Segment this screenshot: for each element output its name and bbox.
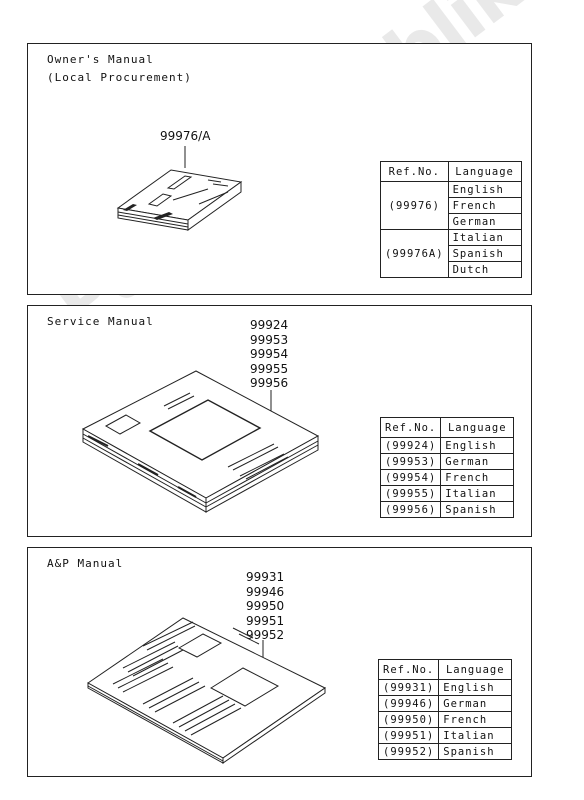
part-number: 99950	[246, 599, 285, 613]
part-number-callout: 99924 99953 99954 99955 99956	[250, 318, 288, 391]
part-number: 99955	[250, 361, 289, 376]
part-number: 99952	[246, 628, 285, 642]
ap-manual-panel: A&P Manual 99931 99946 99950 99951 99952	[27, 547, 532, 777]
ref-cell: (99954)	[379, 469, 442, 486]
language-cell: Spanish	[440, 501, 515, 518]
language-cell: French	[438, 711, 513, 728]
language-cell: English	[438, 679, 513, 696]
language-cell: German	[438, 695, 513, 712]
header-ref-no: Ref.No.	[379, 417, 442, 438]
part-number: 99931	[246, 570, 285, 584]
ref-cell: (99931)	[377, 679, 440, 696]
language-table: Ref.No. Language (99931) English (99946)…	[377, 659, 513, 760]
language-cell: Dutch	[447, 261, 522, 278]
language-cell: German	[447, 213, 522, 230]
language-cell: French	[447, 197, 522, 214]
panel-title-line-2: (Local Procurement)	[47, 71, 192, 84]
language-cell: English	[440, 437, 515, 454]
part-number: 99954	[250, 347, 289, 361]
ref-cell: (99924)	[379, 437, 442, 454]
part-number: 99951	[246, 613, 285, 628]
part-number-callout: 99976/A	[160, 129, 210, 144]
part-number: 99976/A	[160, 129, 211, 143]
ref-cell: (99951)	[377, 727, 440, 744]
panel-title: A&P Manual	[47, 557, 124, 570]
language-cell: English	[447, 181, 522, 198]
language-cell: German	[440, 453, 515, 470]
ref-cell: (99950)	[377, 711, 440, 728]
language-cell: Spanish	[438, 743, 513, 760]
ref-cell: (99952)	[377, 743, 440, 760]
language-table: Ref.No. Language (99976) English French …	[380, 161, 522, 278]
service-manual-illustration	[81, 370, 320, 513]
language-cell: Italian	[440, 485, 515, 502]
owners-manual-panel: Owner's Manual (Local Procurement) 99976…	[27, 43, 532, 295]
part-number-callout: 99931 99946 99950 99951 99952	[246, 570, 284, 643]
part-number: 99924	[250, 318, 289, 332]
ap-manual-illustration	[87, 617, 326, 764]
language-table: Ref.No. Language (99924) English (99953)…	[379, 417, 515, 518]
ref-cell: (99953)	[379, 453, 442, 470]
part-number: 99956	[250, 376, 289, 390]
panel-title-line-1: Owner's Manual	[47, 53, 154, 66]
ref-cell: (99976A)	[380, 229, 449, 278]
ref-cell: (99976)	[380, 181, 449, 230]
language-cell: Italian	[447, 229, 522, 246]
part-number: 99953	[250, 332, 289, 347]
header-ref-no: Ref.No.	[377, 659, 440, 680]
ref-cell: (99956)	[379, 501, 442, 518]
service-manual-panel: Service Manual 99924 99953 99954 99955 9…	[27, 305, 532, 537]
header-language: Language	[438, 659, 513, 680]
header-language: Language	[440, 417, 515, 438]
header-ref-no: Ref.No.	[380, 161, 449, 182]
owners-manual-illustration	[116, 146, 243, 231]
ref-cell: (99955)	[379, 485, 442, 502]
language-cell: French	[440, 469, 515, 486]
panel-title: Service Manual	[47, 315, 154, 328]
ref-cell: (99946)	[377, 695, 440, 712]
part-number: 99946	[246, 584, 285, 599]
header-language: Language	[447, 161, 522, 182]
language-cell: Italian	[438, 727, 513, 744]
language-cell: Spanish	[447, 245, 522, 262]
